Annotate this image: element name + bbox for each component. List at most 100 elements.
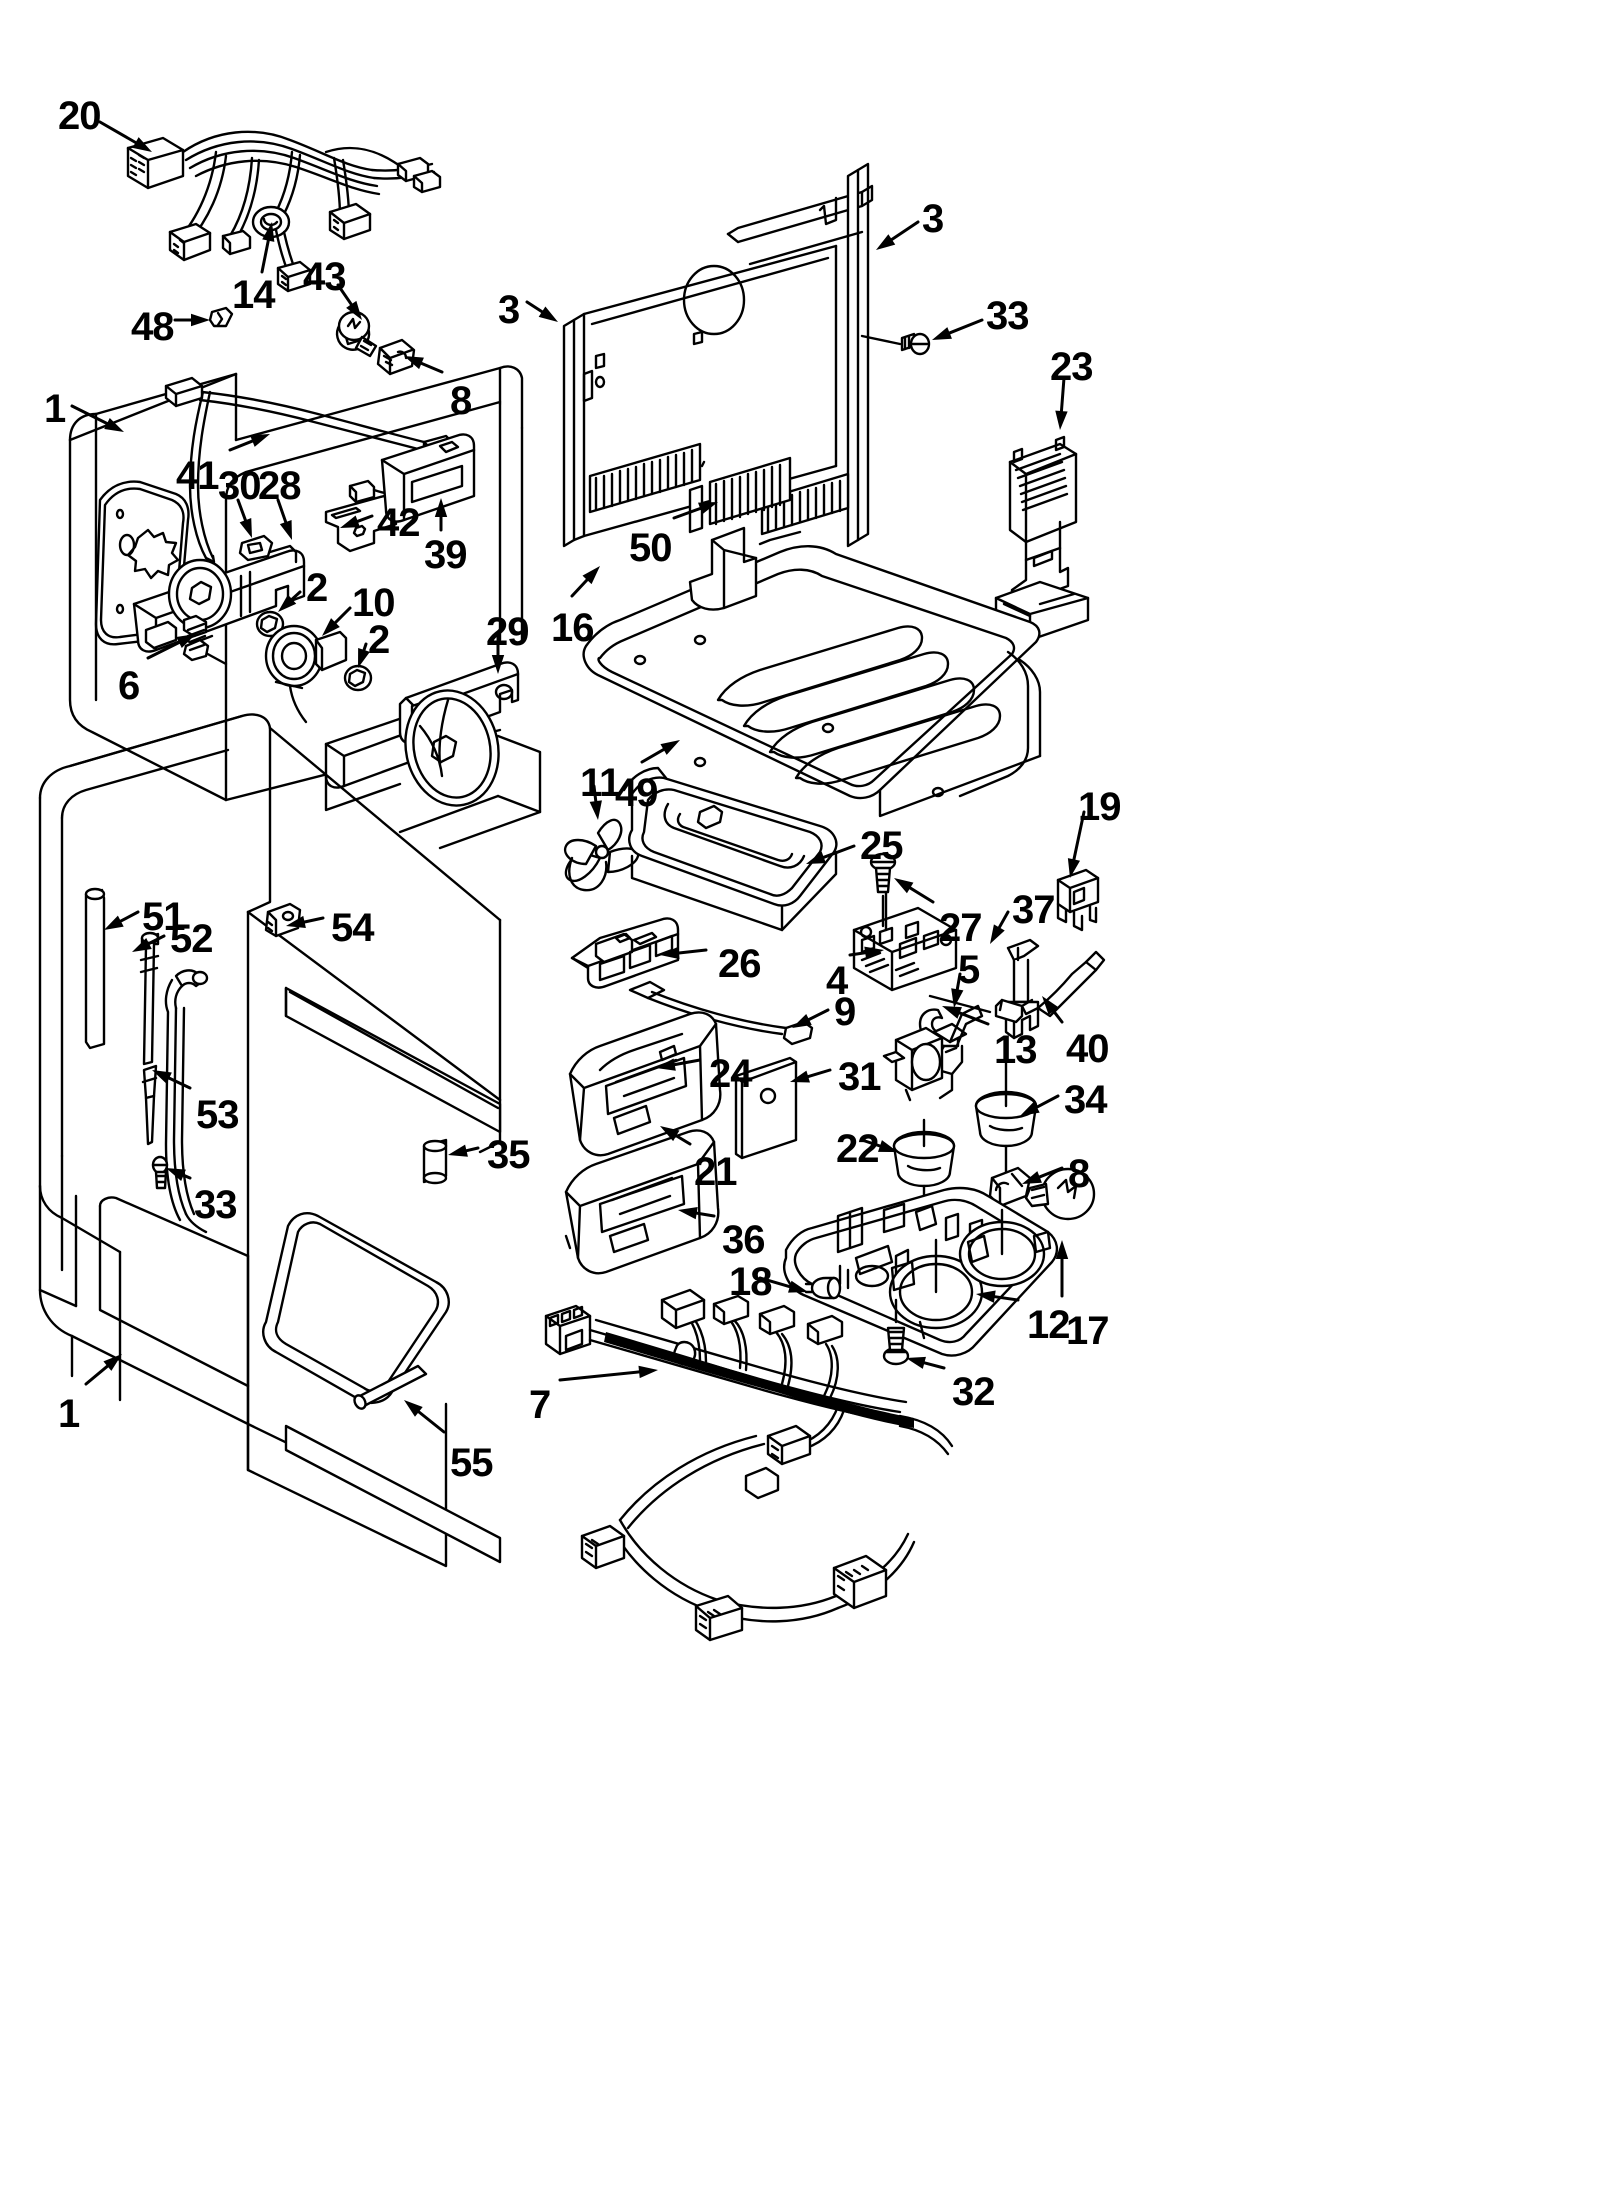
- part-wire-connector-40: [928, 950, 1106, 1024]
- callout-number-10: 10: [352, 581, 395, 625]
- callout-number-17: 17: [1066, 1309, 1109, 1353]
- leader-line-33: [182, 1173, 192, 1180]
- leader-line-10: [333, 606, 352, 625]
- callout-number-29: 29: [486, 610, 529, 654]
- leader-arrowhead-10: [322, 618, 340, 636]
- leader-arrowhead-53: [152, 1070, 172, 1084]
- leader-line-3: [525, 300, 544, 314]
- part-evaporator-fan-motor-10: [264, 624, 348, 724]
- leader-arrowhead-49: [660, 740, 680, 755]
- part-base-grille-pan-12: [783, 1186, 1059, 1357]
- leader-line-37: [997, 910, 1010, 929]
- leader-arrowhead-27: [894, 878, 914, 894]
- part-evaporator-fan-blade-11: [563, 818, 640, 892]
- leader-line-42: [356, 514, 374, 523]
- leader-arrowhead-16: [582, 566, 600, 585]
- part-water-valve-37: [1004, 938, 1040, 1040]
- leader-line-21: [674, 1134, 692, 1146]
- leader-line-34: [1035, 1094, 1060, 1109]
- part-spacer-bushing-35: [422, 1138, 448, 1185]
- part-base-screw-32: [882, 1298, 910, 1366]
- callout-number-2: 2: [368, 618, 390, 662]
- leader-line-11: [592, 784, 598, 803]
- part-rear-access-panel-3-left: [562, 244, 838, 548]
- leader-line-8: [1038, 1166, 1064, 1179]
- leader-arrowhead-1: [103, 1354, 122, 1371]
- leader-line-52: [147, 934, 166, 946]
- leader-line-41: [228, 439, 254, 452]
- callout-number-42: 42: [377, 501, 420, 545]
- part-duct-housing-39: [380, 433, 476, 523]
- part-control-box-cover-21: [564, 1129, 720, 1275]
- leader-line-13: [958, 1011, 990, 1026]
- leader-line-6: [146, 640, 181, 660]
- leader-arrowhead-12: [976, 1290, 996, 1303]
- leader-arrowhead-14: [262, 222, 275, 242]
- callout-number-40: 40: [1066, 1027, 1109, 1071]
- leader-arrowhead-32: [906, 1356, 926, 1369]
- leader-arrowhead-8: [404, 356, 424, 370]
- leader-line-19: [1072, 810, 1086, 861]
- part-fuse-18: [804, 1276, 842, 1300]
- leader-arrowhead-43: [346, 300, 362, 320]
- leader-arrowhead-23: [1055, 410, 1068, 430]
- leader-arrowhead-22: [878, 1140, 898, 1152]
- leader-line-27: [908, 886, 935, 904]
- leader-line-23: [1059, 376, 1066, 413]
- part-stop-pin-52: [139, 931, 160, 1146]
- part-insulation-clip-30: [238, 534, 274, 562]
- leader-line-50: [672, 506, 702, 520]
- callout-number-3: 3: [922, 197, 944, 241]
- part-leveling-cup-22: [892, 1118, 956, 1212]
- leader-arrowhead-21: [660, 1126, 680, 1142]
- leader-arrowhead-31: [790, 1070, 810, 1083]
- part-light-socket-8-upper: [376, 338, 416, 376]
- leader-line-54: [303, 916, 325, 924]
- callout-number-32: 32: [952, 1370, 995, 1414]
- leader-arrowhead-30: [239, 518, 252, 538]
- leader-arrowhead-34: [1020, 1101, 1040, 1116]
- callout-number-8: 8: [450, 379, 472, 423]
- leader-arrowhead-19: [1067, 858, 1081, 878]
- leader-line-20: [98, 120, 138, 145]
- leader-arrowhead-13: [942, 1006, 962, 1019]
- callout-number-27: 27: [939, 906, 982, 950]
- leader-arrowhead-48: [191, 313, 210, 327]
- callout-number-39: 39: [424, 533, 467, 577]
- callout-number-51: 51: [142, 895, 185, 939]
- callout-number-35: 35: [487, 1133, 530, 1177]
- callout-number-22: 22: [836, 1127, 879, 1171]
- leader-line-12: [993, 1295, 1020, 1302]
- leader-line-35: [465, 1146, 480, 1153]
- callout-number-36: 36: [722, 1218, 765, 1262]
- part-control-box-24: [568, 1011, 722, 1157]
- part-condenser-coil-25: [622, 766, 838, 932]
- leader-arrowhead-36: [678, 1207, 698, 1220]
- callout-number-1: 1: [44, 387, 66, 431]
- part-damper-control-28: [132, 544, 306, 666]
- leader-line-49: [640, 748, 666, 764]
- leader-line-4: [848, 951, 867, 957]
- part-cabinet-lower-1: [38, 713, 502, 1568]
- part-drip-pan-49: [582, 526, 1042, 818]
- part-wire-harness-upper: [126, 130, 442, 293]
- callout-number-37: 37: [1012, 888, 1055, 932]
- callout-number-1: 1: [58, 1392, 80, 1436]
- callout-number-2: 2: [306, 566, 328, 610]
- callout-number-3: 3: [498, 288, 520, 332]
- callout-number-33: 33: [194, 1183, 237, 1227]
- leader-arrowhead-35: [448, 1144, 468, 1157]
- callout-number-19: 19: [1078, 785, 1121, 829]
- leader-line-53: [167, 1076, 192, 1090]
- leader-line-33: [948, 318, 984, 335]
- leader-line-43: [336, 283, 353, 306]
- leader-arrowhead-39: [434, 498, 448, 517]
- leader-line-51: [119, 910, 140, 923]
- leader-line-31: [806, 1068, 832, 1079]
- callout-number-21: 21: [694, 1150, 737, 1194]
- callout-number-13: 13: [994, 1028, 1037, 1072]
- leader-arrowhead-3: [876, 234, 896, 250]
- callout-number-26: 26: [718, 942, 761, 986]
- leader-arrowhead-3: [538, 306, 558, 322]
- leader-line-2: [290, 590, 302, 601]
